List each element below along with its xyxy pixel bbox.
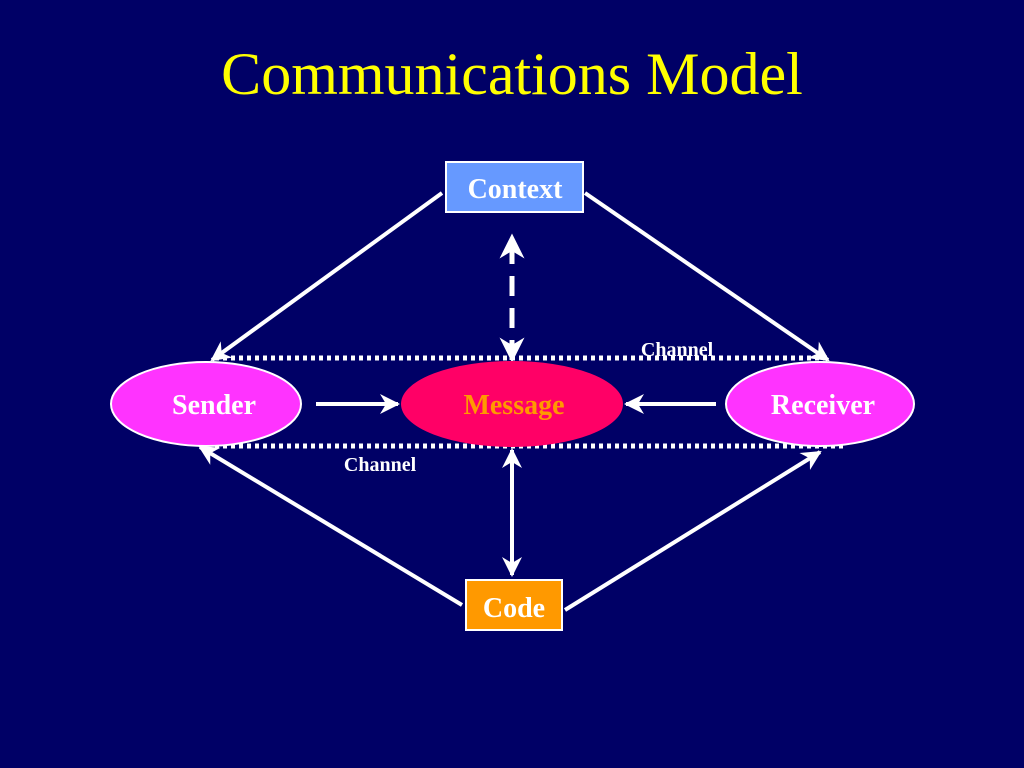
- arrow-context-to-sender: [210, 191, 444, 362]
- context-label: Context: [468, 174, 564, 205]
- sender-label: Sender: [172, 390, 256, 421]
- channel-label-lower: Channel: [344, 454, 417, 476]
- slide-title: Communications Model: [221, 41, 803, 107]
- arrow-context-to-receiver: [583, 191, 830, 362]
- code-label: Code: [483, 593, 545, 624]
- arrow-code-to-sender: [198, 445, 464, 607]
- sender-ellipse: [110, 361, 302, 447]
- arrow-code-to-receiver: [563, 450, 822, 612]
- code-box: [465, 579, 563, 631]
- context-box: [445, 161, 584, 213]
- message-ellipse: [401, 361, 623, 447]
- channel-label-upper: Channel: [641, 339, 714, 361]
- receiver-label: Receiver: [771, 390, 875, 421]
- receiver-ellipse: [725, 361, 915, 447]
- message-label: Message: [463, 390, 564, 421]
